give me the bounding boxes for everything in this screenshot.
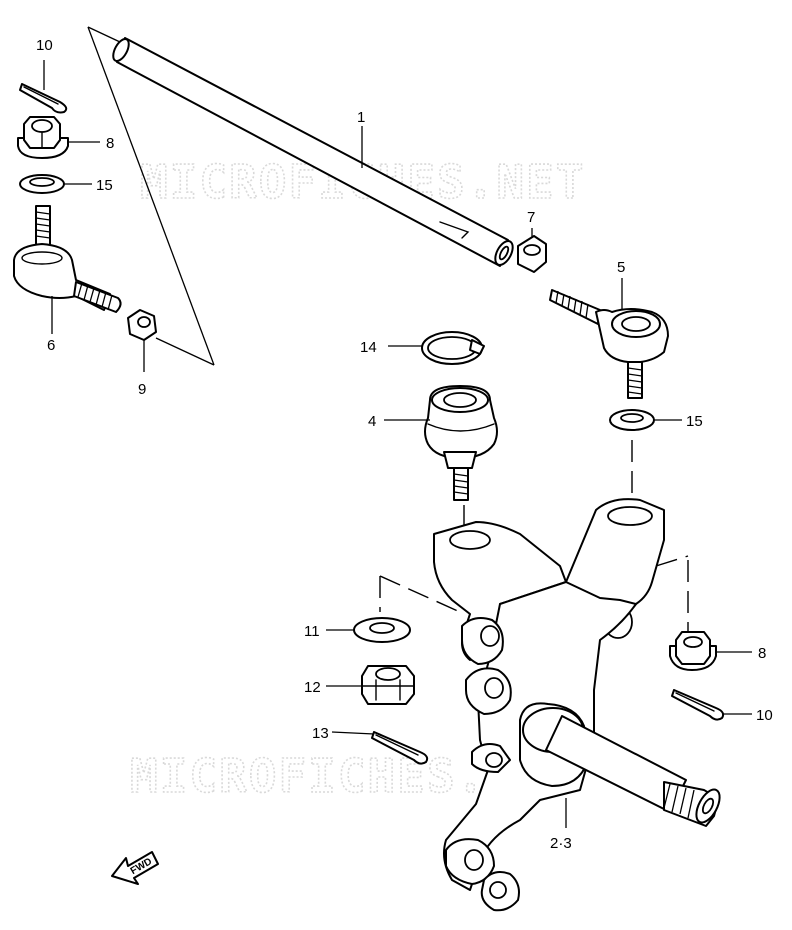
callout-7: 7 (527, 209, 535, 226)
callout-15-left: 15 (96, 177, 113, 194)
cotter-pin-10-right (671, 689, 725, 721)
callout-5: 5 (617, 259, 625, 276)
callout-9: 9 (138, 381, 146, 398)
cotter-pin-13 (371, 731, 429, 765)
nut-9 (127, 309, 157, 341)
castle-nut-12 (361, 665, 415, 705)
callout-14: 14 (360, 339, 377, 356)
tie-rod-end-5 (549, 289, 669, 399)
callout-15-right: 15 (686, 413, 703, 430)
callout-1: 1 (357, 109, 365, 126)
callout-11: 11 (304, 623, 320, 640)
callout-13: 13 (312, 725, 329, 742)
tie-rod-end-6 (13, 205, 122, 313)
callout-2-3: 2·3 (550, 835, 572, 852)
leader-lines (43, 60, 752, 828)
callout-10-right: 10 (756, 707, 773, 724)
nut-7 (517, 235, 547, 273)
callout-8-top: 8 (106, 135, 114, 152)
steering-knuckle-2-3 (433, 498, 721, 912)
callout-12: 12 (304, 679, 321, 696)
callout-4: 4 (368, 413, 376, 430)
reference-triangle (87, 26, 215, 366)
fwd-arrow: FWD (111, 851, 159, 885)
washer-11 (353, 617, 411, 643)
callout-8-right: 8 (758, 645, 766, 662)
snap-ring-14 (421, 331, 485, 365)
castle-nut-8-right (669, 631, 717, 671)
cotter-pin-10-top (19, 83, 68, 114)
callout-6: 6 (47, 337, 55, 354)
callout-10-top: 10 (36, 37, 53, 54)
washer-15-top (19, 174, 65, 194)
washer-15-right (609, 409, 655, 431)
castle-nut-8-top (17, 116, 69, 159)
ball-joint-4 (424, 385, 498, 501)
tie-rod-tube (112, 37, 514, 267)
